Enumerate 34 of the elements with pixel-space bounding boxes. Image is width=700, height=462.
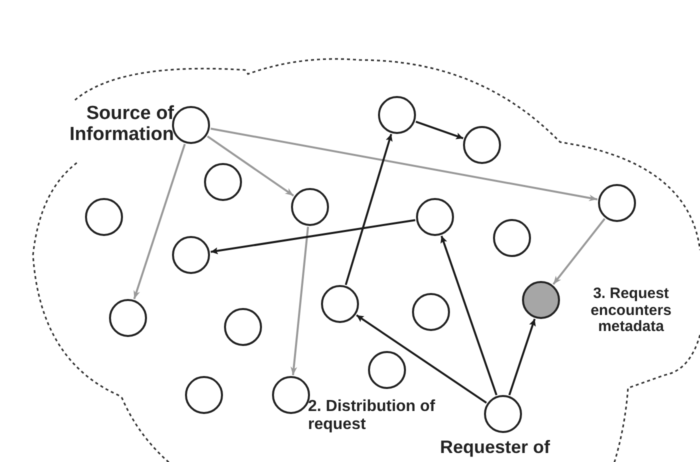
network-node-circle [522, 281, 560, 319]
arrow [133, 144, 186, 300]
network-node-circle [85, 198, 123, 236]
arrow [508, 318, 536, 396]
arrow [356, 314, 487, 404]
network-node-circle [484, 395, 522, 433]
arrow [416, 120, 464, 140]
network-node-circle [598, 184, 636, 222]
network-node-circle [463, 126, 501, 164]
node-caption: 3. Request encounters metadata [590, 286, 672, 336]
arrow [552, 218, 606, 285]
arrow [440, 236, 498, 396]
network-node-circle [378, 96, 416, 134]
network-node-circle [109, 299, 147, 337]
network-node-circle [272, 376, 310, 414]
arrow [344, 134, 393, 286]
node-caption: 2. Distribution of request [308, 398, 436, 434]
network-node-circle [185, 376, 223, 414]
network-node-circle [172, 106, 210, 144]
network-node-circle [412, 293, 450, 331]
network-node-circle [204, 163, 242, 201]
arrow [210, 219, 416, 254]
network-node-circle [416, 198, 454, 236]
network-node-circle [172, 236, 210, 274]
arrow [290, 226, 309, 376]
network-node-circle [493, 219, 531, 257]
node-caption: Source of Information [68, 104, 174, 146]
network-node-circle [368, 351, 406, 389]
arrow [206, 136, 294, 196]
arrow [210, 128, 598, 202]
network-node-circle [224, 308, 262, 346]
network-node-circle [291, 188, 329, 226]
node-caption: Requester of [440, 438, 552, 458]
network-node-circle [321, 285, 359, 323]
